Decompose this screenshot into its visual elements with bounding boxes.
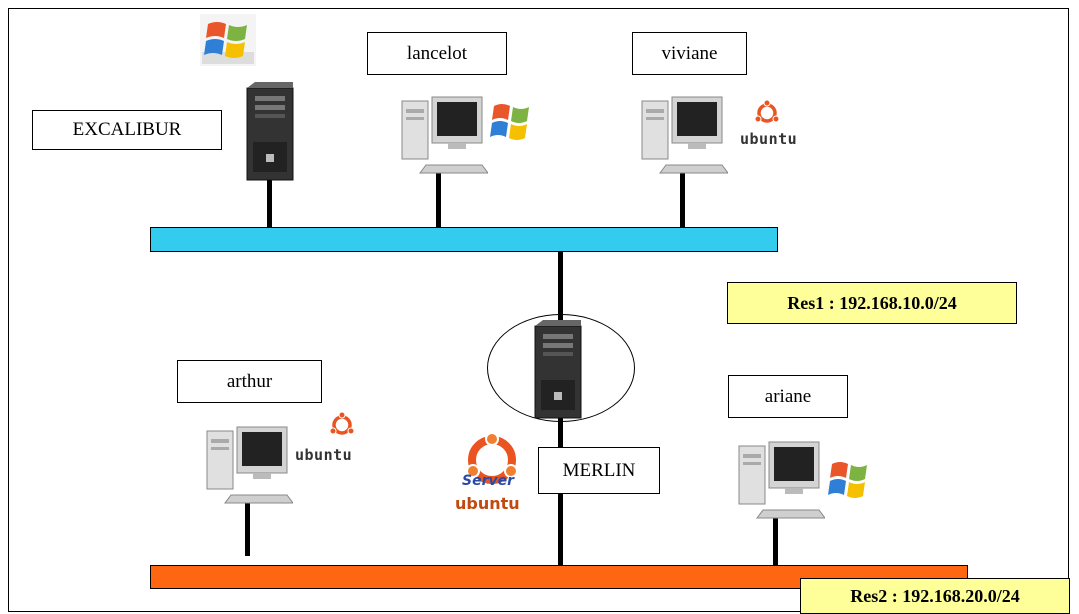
network-label-res1: Res1 : 192.168.10.0/24 bbox=[727, 282, 1017, 324]
host-label-arthur: arthur bbox=[177, 360, 322, 403]
windows-logo-icon bbox=[200, 14, 256, 66]
desktop-computer-icon bbox=[206, 426, 293, 504]
host-label-ariane: ariane bbox=[728, 375, 848, 418]
host-label-merlin: MERLIN bbox=[538, 447, 660, 494]
windows-logo-icon bbox=[828, 462, 867, 498]
windows-logo-icon bbox=[490, 104, 529, 140]
wire-ariane bbox=[773, 510, 778, 576]
merlin-highlight-ellipse bbox=[487, 314, 635, 422]
wire-excalibur bbox=[267, 180, 272, 228]
ubuntu-wordmark: ubuntu bbox=[295, 446, 353, 464]
res1-bus bbox=[150, 227, 778, 252]
desktop-computer-icon bbox=[641, 96, 728, 174]
host-label-excalibur: EXCALIBUR bbox=[32, 110, 222, 150]
host-label-viviane: viviane bbox=[632, 32, 747, 75]
ubuntu-server-wordmark: ubuntu bbox=[455, 494, 520, 513]
ubuntu-server-logo-icon bbox=[466, 432, 518, 484]
desktop-computer-icon bbox=[738, 441, 825, 519]
tower-server-icon bbox=[246, 82, 294, 181]
ubuntu-wordmark: ubuntu bbox=[740, 130, 798, 148]
ubuntu-logo-icon bbox=[754, 100, 780, 123]
host-label-lancelot: lancelot bbox=[367, 32, 507, 75]
ubuntu-logo-icon bbox=[329, 412, 355, 435]
wire-viviane bbox=[680, 170, 685, 228]
wire-merlin-res1 bbox=[558, 252, 563, 326]
tower-server-icon bbox=[534, 320, 582, 419]
diagram-frame bbox=[8, 8, 1069, 612]
wire-arthur bbox=[245, 500, 250, 556]
wire-lancelot bbox=[436, 170, 441, 228]
ubuntu-server-badge: Server bbox=[462, 473, 515, 489]
desktop-computer-icon bbox=[401, 96, 488, 174]
network-label-res2: Res2 : 192.168.20.0/24 bbox=[800, 578, 1070, 614]
